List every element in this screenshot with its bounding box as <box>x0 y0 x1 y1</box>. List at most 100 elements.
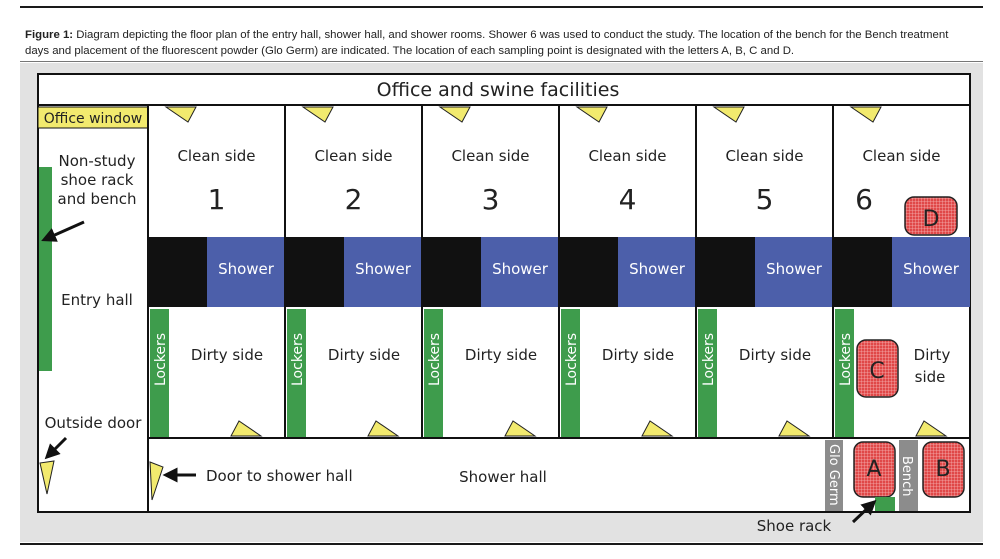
non-study-bench <box>39 167 52 371</box>
room-5-lockers-label: Lockers <box>701 333 717 386</box>
sampling-point-a <box>853 441 896 498</box>
room-5-clean-label: Clean side <box>725 147 803 165</box>
room-4-clean-label: Clean side <box>588 147 666 165</box>
room-1-lockers-label: Lockers <box>153 333 169 386</box>
shoe-rack-arrow <box>851 499 877 524</box>
room-5-shower-label: Shower <box>766 260 823 278</box>
room-2-dirty-label: Dirty side <box>328 346 400 364</box>
room-4-shower <box>618 237 696 307</box>
room-2-clean-label: Clean side <box>314 147 392 165</box>
sampling-point-b-label: B <box>935 457 950 482</box>
door-to-shower-hall-label: Door to shower hall <box>206 467 353 485</box>
office-window-label: Office window <box>44 111 142 127</box>
room-3-number: 3 <box>482 183 500 216</box>
glo-germ-label: Glo Germ <box>826 444 841 506</box>
room-6-lockers-label: Lockers <box>838 333 854 386</box>
room-6-dirty-door <box>915 420 948 437</box>
room-5-dirty-label: Dirty side <box>739 346 811 364</box>
room-3-dirty-label: Dirty side <box>465 346 537 364</box>
room-5-shower <box>755 237 833 307</box>
room-3-clean-label: Clean side <box>451 147 529 165</box>
room-5-number: 5 <box>756 183 774 216</box>
room-1-shower-black <box>148 237 207 307</box>
non-study-label-3: and bench <box>58 190 137 208</box>
room-3-shower-black <box>422 237 481 307</box>
room-6-shower <box>892 237 970 307</box>
bench-arrow <box>41 220 85 242</box>
room-1-shower-label: Shower <box>218 260 275 278</box>
header-label: Office and swine facilities <box>377 79 620 101</box>
shower-hall-door <box>149 461 164 501</box>
non-study-label-2: shoe rack <box>61 171 134 189</box>
room-2-lockers-label: Lockers <box>290 333 306 386</box>
room-2-shower-black <box>285 237 344 307</box>
sampling-point-a-label: A <box>866 457 881 482</box>
room-2-lockers <box>287 309 306 437</box>
room-3-lockers <box>424 309 443 437</box>
room-3-shower-label: Shower <box>492 260 549 278</box>
top-rule <box>20 6 983 8</box>
outside-door-arrow <box>44 436 68 460</box>
room-6-number: 6 <box>855 183 873 216</box>
sampling-point-c <box>856 339 899 398</box>
room-6-dirty-label-1: Dirty <box>914 346 951 364</box>
bench-label: Bench <box>899 456 914 497</box>
room-1-shower <box>207 237 285 307</box>
room-1-dirty-label: Dirty side <box>191 346 263 364</box>
outside-door-label: Outside door <box>45 414 143 432</box>
room-4-lockers-label: Lockers <box>564 333 580 386</box>
caption-label: Figure 1: <box>25 29 74 41</box>
room-1-clean-door <box>164 106 197 123</box>
glo-germ-strip <box>825 440 843 511</box>
sampling-point-b <box>922 441 965 498</box>
room-2-shower-label: Shower <box>355 260 412 278</box>
room-3-shower <box>481 237 559 307</box>
room-5-clean-door <box>712 106 745 123</box>
room-3-lockers-label: Lockers <box>427 333 443 386</box>
room-2-clean-door <box>301 106 334 123</box>
room-4-dirty-door <box>641 420 674 437</box>
room-4-clean-door <box>575 106 608 123</box>
room-1-dirty-door <box>230 420 263 437</box>
sampling-point-d <box>904 196 958 236</box>
room-6-clean-door <box>849 106 882 123</box>
sampling-point-d-label: D <box>923 207 940 232</box>
room-4-shower-label: Shower <box>629 260 686 278</box>
room-1-number: 1 <box>208 183 226 216</box>
room-4-shower-black <box>559 237 618 307</box>
room-6-shower-label: Shower <box>903 260 960 278</box>
figure-caption: Figure 1: Diagram depicting the floor pl… <box>25 27 975 59</box>
shower-hall-label: Shower hall <box>459 468 547 486</box>
room-4-lockers <box>561 309 580 437</box>
header-box <box>37 73 971 106</box>
entry-hall-label: Entry hall <box>61 291 133 309</box>
room-5-dirty-door <box>778 420 811 437</box>
bottom-rule <box>20 543 983 545</box>
room-4-dirty-label: Dirty side <box>602 346 674 364</box>
room-4-number: 4 <box>619 183 637 216</box>
room-2-dirty-door <box>367 420 400 437</box>
caption-rule <box>20 61 983 62</box>
shoe-rack <box>875 497 895 511</box>
entry-hall-area <box>37 104 149 513</box>
room-1-lockers <box>150 309 169 437</box>
room-6-clean-label: Clean side <box>862 147 940 165</box>
room-3-dirty-door <box>504 420 537 437</box>
bench <box>899 440 918 511</box>
shoe-rack-label: Shoe rack <box>757 517 832 535</box>
room-5-shower-black <box>696 237 755 307</box>
room-2-number: 2 <box>345 183 363 216</box>
non-study-label-1: Non-study <box>59 152 136 170</box>
room-1-clean-label: Clean side <box>177 147 255 165</box>
room-6-dirty-label-2: side <box>915 368 946 386</box>
sampling-point-c-label: C <box>869 359 884 384</box>
room-5-lockers <box>698 309 717 437</box>
outside-door <box>39 460 55 495</box>
room-6-shower-black <box>833 237 892 307</box>
caption-text: Diagram depicting the floor plan of the … <box>25 29 949 57</box>
room-3-clean-door <box>438 106 471 123</box>
room-6-lockers <box>835 309 854 437</box>
room-2-shower <box>344 237 422 307</box>
